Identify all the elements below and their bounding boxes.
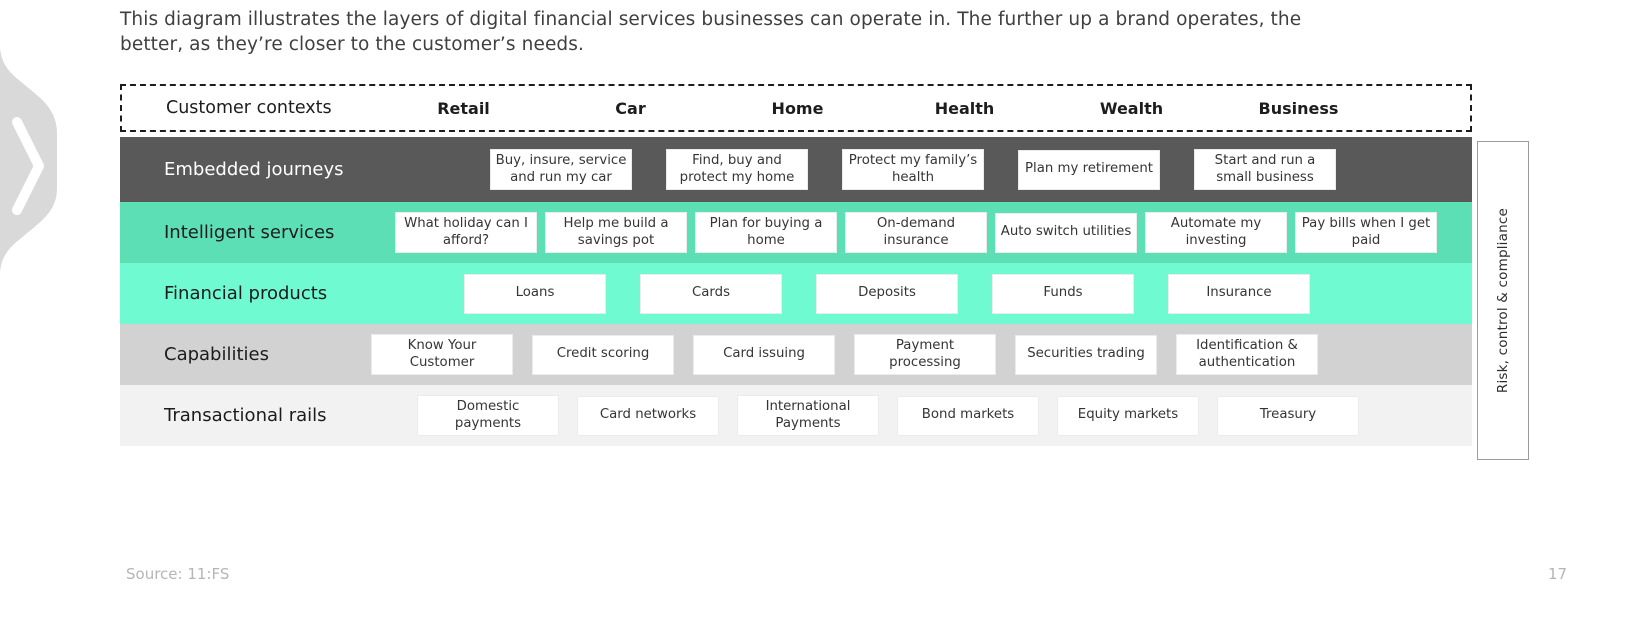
service-chip: Help me build a savings pot	[545, 211, 687, 254]
context-item: Car	[615, 98, 646, 118]
transactional-rails-items: Domestic payments Card networks Internatio…	[417, 394, 1472, 437]
risk-control-compliance-box: Risk, control & compliance	[1477, 141, 1529, 460]
capability-chip: Identification & authentication	[1176, 333, 1318, 376]
journey-chip: Buy, insure, service and run my car	[490, 148, 632, 191]
row-capabilities: Capabilities Know Your Customer Credit sc…	[120, 324, 1472, 385]
row-intelligent-services: Intelligent services What holiday can I …	[120, 202, 1472, 263]
capability-chip: Know Your Customer	[371, 333, 513, 376]
rail-chip: Equity markets	[1057, 395, 1199, 436]
service-chip: Plan for buying a home	[695, 211, 837, 254]
row-label-embedded-journeys: Embedded journeys	[164, 159, 344, 180]
service-chip: Pay bills when I get paid	[1295, 211, 1437, 254]
customer-contexts-items: Retail Car Home Health Wealth Business	[372, 99, 1470, 118]
row-label-capabilities: Capabilities	[164, 344, 269, 365]
product-chip: Deposits	[816, 273, 958, 314]
service-chip: Automate my investing	[1145, 211, 1287, 254]
intro-text: This diagram illustrates the layers of d…	[120, 9, 1302, 55]
service-chip: Auto switch utilities	[995, 212, 1137, 253]
context-item: Business	[1258, 98, 1339, 118]
row-transactional-rails: Transactional rails Domestic payments Car…	[120, 385, 1472, 446]
rail-chip: Treasury	[1217, 395, 1359, 436]
row-label-financial-products: Financial products	[164, 283, 328, 304]
product-chip: Loans	[464, 273, 606, 314]
financial-products-items: Loans Cards Deposits Funds Insurance	[464, 273, 1472, 314]
handle-shape	[0, 48, 57, 272]
service-chip: What holiday can I afford?	[395, 211, 537, 254]
context-item: Retail	[437, 98, 490, 118]
embedded-journeys-items: Buy, insure, service and run my car Find,…	[490, 148, 1472, 191]
risk-control-compliance-label: Risk, control & compliance	[1495, 207, 1511, 394]
rail-chip: International Payments	[737, 394, 879, 437]
context-item: Wealth	[1099, 98, 1164, 118]
rail-chip: Domestic payments	[417, 394, 559, 437]
page-number: 17	[1548, 565, 1568, 583]
service-chip: On-demand insurance	[845, 211, 987, 254]
context-item: Health	[934, 98, 995, 118]
row-label-intelligent-services: Intelligent services	[164, 222, 335, 243]
capability-chip: Payment processing	[854, 333, 996, 376]
journey-chip: Start and run a small business	[1194, 148, 1336, 191]
journey-chip: Plan my retirement	[1018, 149, 1160, 190]
capability-chip: Credit scoring	[532, 334, 674, 375]
journey-chip: Protect my family’s health	[842, 148, 984, 191]
capability-chip: Securities trading	[1015, 334, 1157, 375]
capability-chip: Card issuing	[693, 334, 835, 375]
row-financial-products: Financial products Loans Cards Deposits Fun…	[120, 263, 1472, 324]
rail-chip: Card networks	[577, 395, 719, 436]
source-attribution: Source: 11:FS	[126, 565, 230, 583]
customer-contexts-label: Customer contexts	[166, 98, 332, 118]
product-chip: Funds	[992, 273, 1134, 314]
context-item: Home	[771, 98, 824, 118]
customer-contexts-row: Customer contexts Retail Car Home Health Wea…	[120, 84, 1472, 132]
capabilities-items: Know Your Customer Credit scoring Card iss…	[371, 333, 1472, 376]
row-label-transactional-rails: Transactional rails	[164, 405, 327, 426]
layers-grid: Embedded journeys Buy, insure, service a…	[120, 137, 1472, 446]
product-chip: Insurance	[1168, 273, 1310, 314]
intelligent-services-items: What holiday can I afford?Help me build …	[395, 211, 1472, 254]
chevron-right-icon	[12, 117, 44, 215]
product-chip: Cards	[640, 273, 782, 314]
rail-chip: Bond markets	[897, 395, 1039, 436]
journey-chip: Find, buy and protect my home	[666, 148, 808, 191]
row-embedded-journeys: Embedded journeys Buy, insure, service a…	[120, 137, 1472, 202]
next-slide-handle[interactable]	[0, 42, 60, 277]
